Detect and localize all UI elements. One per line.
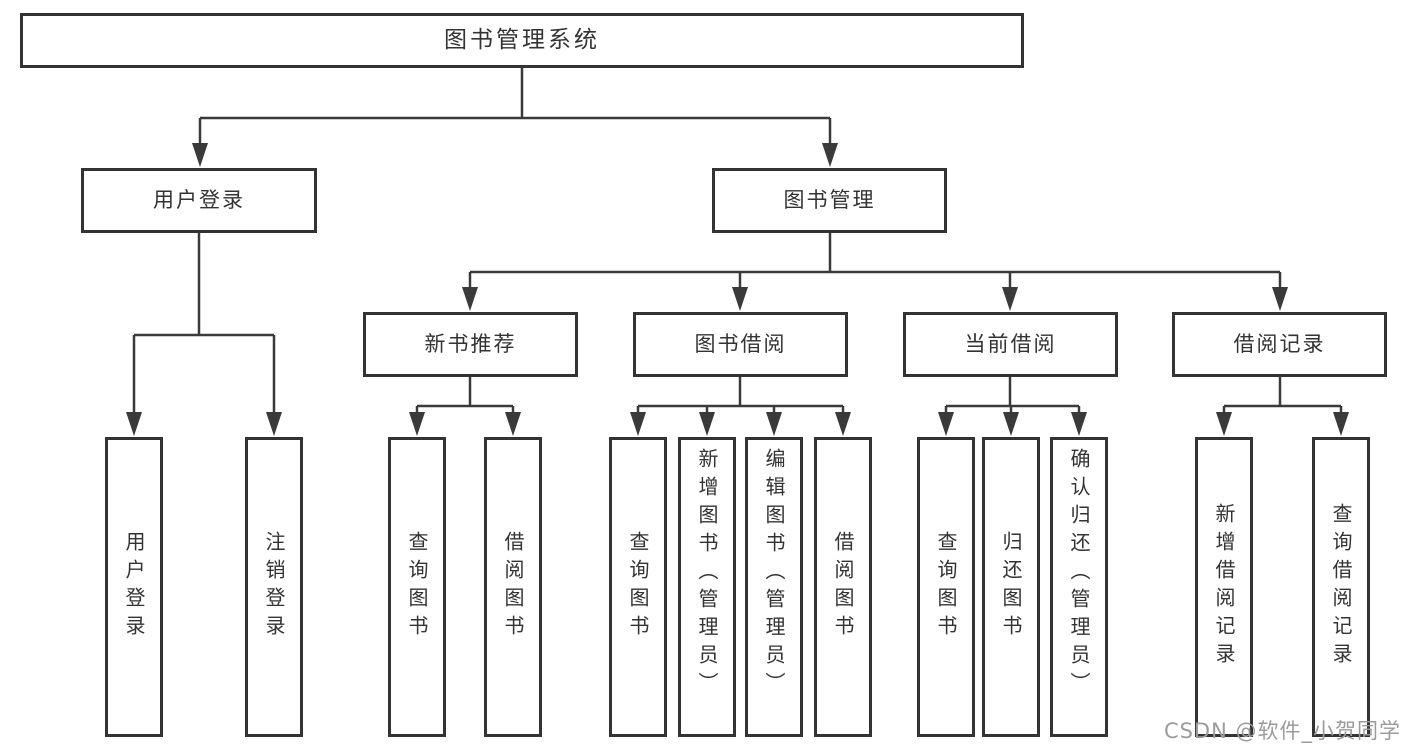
node-current-borrow: 当前借阅	[903, 312, 1118, 377]
node-bb-add-books-admin: 新增图书（管理员）	[678, 437, 736, 737]
node-cb-return-books: 归还图书	[982, 437, 1040, 737]
tree-edges	[132, 68, 1343, 418]
node-bb-query-books: 查询图书	[609, 437, 667, 737]
watermark: CSDN @软件_小贺同学	[1163, 719, 1401, 743]
node-login-leaf: 用户登录	[105, 437, 163, 737]
node-borrow-records: 借阅记录	[1172, 312, 1387, 377]
arrowheads	[126, 143, 1349, 436]
node-br-add-record: 新增借阅记录	[1195, 437, 1253, 737]
node-root: 图书管理系统	[20, 13, 1024, 68]
node-nbr-query-books: 查询图书	[388, 437, 446, 737]
node-book-borrow: 图书借阅	[633, 312, 848, 377]
node-nbr-borrow-books: 借阅图书	[484, 437, 542, 737]
node-br-query-record: 查询借阅记录	[1312, 437, 1370, 737]
node-user-login: 用户登录	[81, 168, 317, 233]
node-logout-leaf: 注销登录	[245, 437, 303, 737]
node-cb-confirm-return-admin: 确认归还（管理员）	[1050, 437, 1108, 737]
node-cb-query-books: 查询图书	[917, 437, 975, 737]
node-book-management: 图书管理	[712, 168, 947, 233]
node-new-book-recommend: 新书推荐	[363, 312, 578, 377]
node-bb-borrow-books: 借阅图书	[814, 437, 872, 737]
node-bb-edit-books-admin: 编辑图书（管理员）	[745, 437, 803, 737]
